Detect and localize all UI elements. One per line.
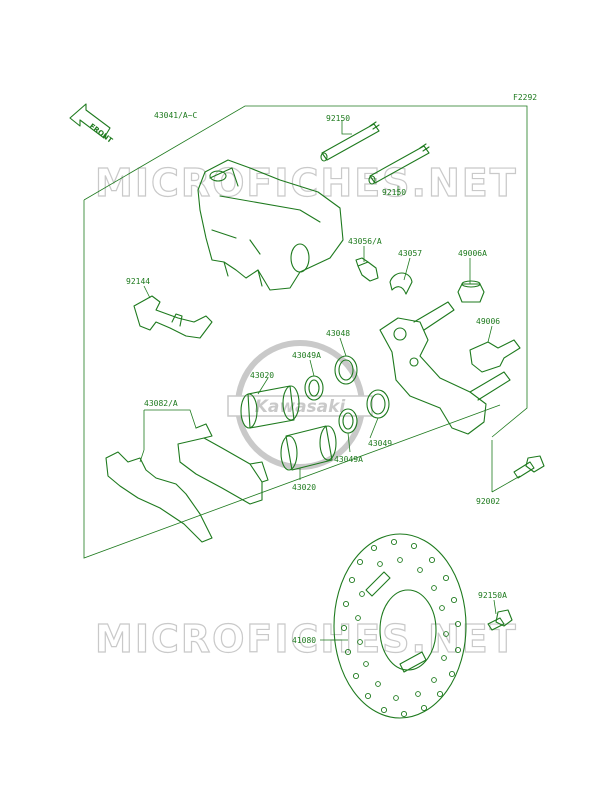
figure-code: F2292 bbox=[513, 93, 537, 102]
brake-pad-inner bbox=[177, 423, 269, 505]
slide-pin-bottom bbox=[368, 143, 430, 185]
caliper-bracket bbox=[379, 301, 511, 435]
slide-pin-top bbox=[320, 121, 380, 162]
label-pads: 43082/A bbox=[144, 399, 178, 408]
pad-spring bbox=[133, 295, 213, 339]
watermark-text-top: MICROFICHES.NET bbox=[95, 161, 518, 205]
label-piston-top: 43020 bbox=[250, 371, 274, 380]
brake-pad-outer bbox=[105, 451, 213, 543]
label-pin-bottom: 92150 bbox=[382, 188, 406, 197]
label-seal-large-bottom: 43049 bbox=[368, 439, 392, 448]
label-seal-small-top: 43049A bbox=[292, 351, 321, 360]
piston-top bbox=[240, 385, 300, 429]
seal-small-bottom bbox=[338, 408, 358, 434]
label-seal-small-bottom: 43049A bbox=[334, 455, 363, 464]
watermark-logo-text: Kawasaki bbox=[255, 397, 347, 417]
part-labels: 43041/A~C 92150 92150 43056/A 43057 4900… bbox=[126, 111, 507, 645]
label-boot-small: 49006A bbox=[458, 249, 487, 258]
caliper-body bbox=[197, 159, 344, 291]
label-piston-bottom: 43020 bbox=[292, 483, 316, 492]
piston-bottom bbox=[280, 425, 337, 471]
leader-lines bbox=[139, 120, 521, 641]
bleeder-valve bbox=[355, 257, 379, 282]
label-clip: 43057 bbox=[398, 249, 422, 258]
label-seal-large-top: 43048 bbox=[326, 329, 350, 338]
brake-disc bbox=[333, 533, 467, 719]
watermark-logo: Kawasaki bbox=[227, 340, 373, 470]
front-label: FRONT bbox=[88, 122, 114, 145]
seal-small-top bbox=[304, 375, 324, 401]
label-bleeder: 43056/A bbox=[348, 237, 382, 246]
label-disc: 41080 bbox=[292, 636, 316, 645]
front-arrow-icon: FRONT bbox=[69, 103, 114, 145]
boot-large bbox=[469, 339, 521, 373]
label-boot-large: 49006 bbox=[476, 317, 500, 326]
watermark: MICROFICHES.NET MICROFICHES.NET Kawasaki bbox=[94, 160, 518, 661]
bolt-disc bbox=[487, 609, 513, 631]
label-bolt-bracket: 92002 bbox=[476, 497, 500, 506]
label-pin-top: 92150 bbox=[326, 114, 350, 123]
retaining-clip bbox=[389, 272, 413, 295]
boot-small bbox=[457, 280, 485, 303]
label-bolt-disc: 92150A bbox=[478, 591, 507, 600]
label-spring: 92144 bbox=[126, 277, 150, 286]
watermark-text-bottom: MICROFICHES.NET bbox=[95, 617, 518, 661]
label-assembly: 43041/A~C bbox=[154, 111, 198, 120]
bolt-bracket bbox=[513, 455, 545, 479]
assembly-frame bbox=[83, 105, 528, 559]
